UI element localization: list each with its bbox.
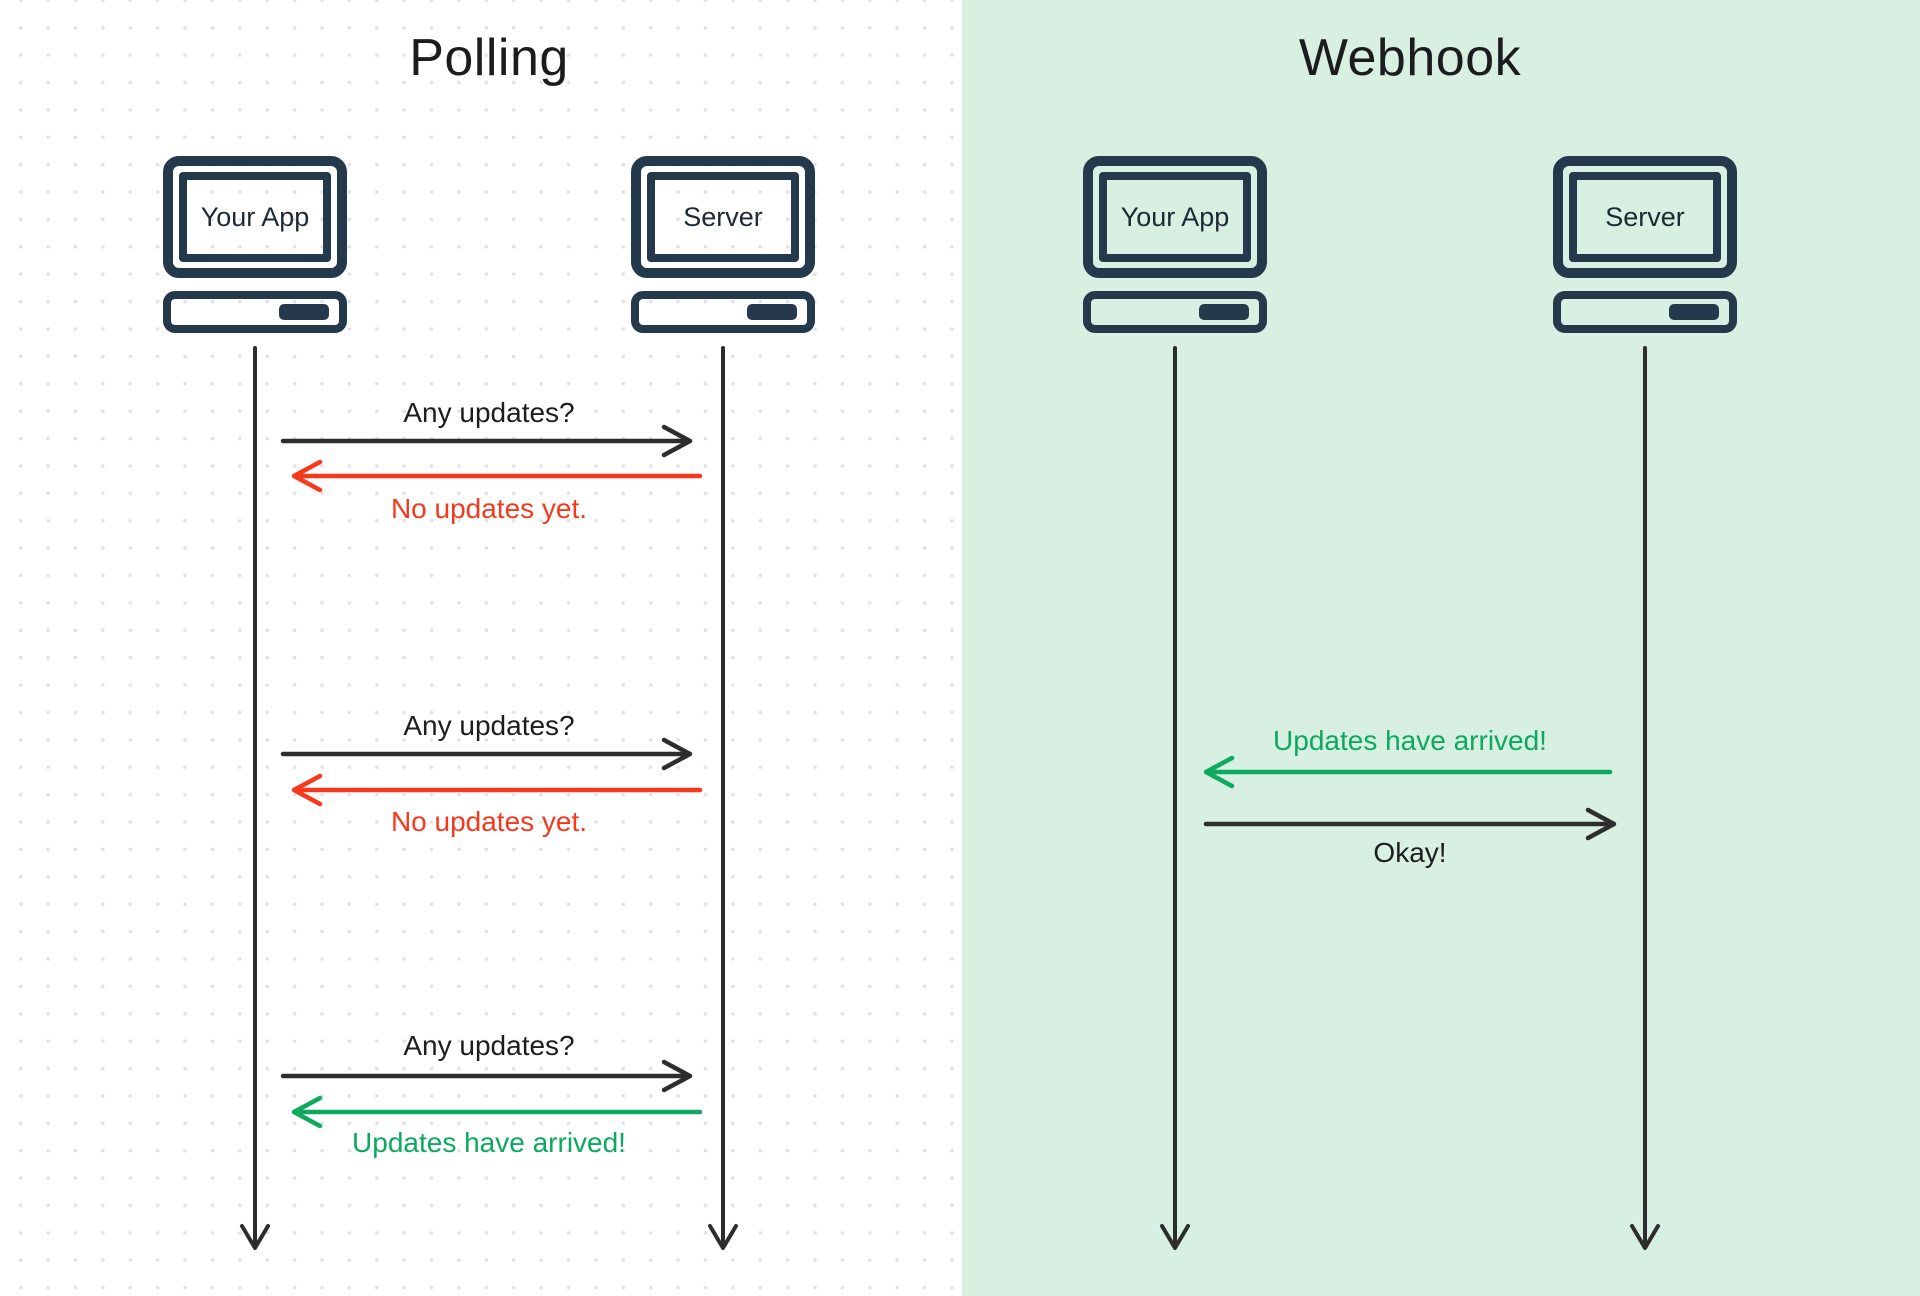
drive-slot-icon (747, 304, 797, 320)
actor-label: Your App (200, 201, 310, 232)
message-label: Updates have arrived! (352, 1127, 626, 1158)
monitor-frame-icon: Server (631, 156, 815, 278)
polling-title: Polling (409, 29, 569, 87)
computer-base-icon (1083, 291, 1267, 333)
drive-slot-icon (279, 304, 329, 320)
polling-server-computer: Server (631, 156, 815, 333)
message-label: Updates have arrived! (1273, 725, 1547, 756)
message-label: Any updates? (403, 397, 575, 428)
computer-base-icon (631, 291, 815, 333)
message-label: No updates yet. (390, 493, 588, 524)
webhook-your-app-computer: Your App (1083, 156, 1267, 333)
actor-label: Server (683, 201, 763, 232)
monitor-frame-icon: Your App (163, 156, 347, 278)
monitor-frame-icon: Server (1553, 156, 1737, 278)
drive-slot-icon (1669, 304, 1719, 320)
screen: Your App (1099, 172, 1251, 262)
polling-panel (0, 0, 962, 1296)
actor-label: Server (1605, 201, 1685, 232)
monitor-frame-icon: Your App (1083, 156, 1267, 278)
screen: Server (1569, 172, 1721, 262)
message-label: Any updates? (403, 710, 575, 741)
screen: Your App (179, 172, 331, 262)
polling-your-app-computer: Your App (163, 156, 347, 333)
message-label: Any updates? (403, 1030, 575, 1061)
screen: Server (647, 172, 799, 262)
webhook-title: Webhook (1298, 29, 1522, 87)
webhook-server-computer: Server (1553, 156, 1737, 333)
actor-label: Your App (1120, 201, 1230, 232)
message-label: No updates yet. (390, 806, 588, 837)
drive-slot-icon (1199, 304, 1249, 320)
computer-base-icon (1553, 291, 1737, 333)
webhook-panel (962, 0, 1920, 1296)
computer-base-icon (163, 291, 347, 333)
message-label: Okay! (1373, 837, 1447, 868)
